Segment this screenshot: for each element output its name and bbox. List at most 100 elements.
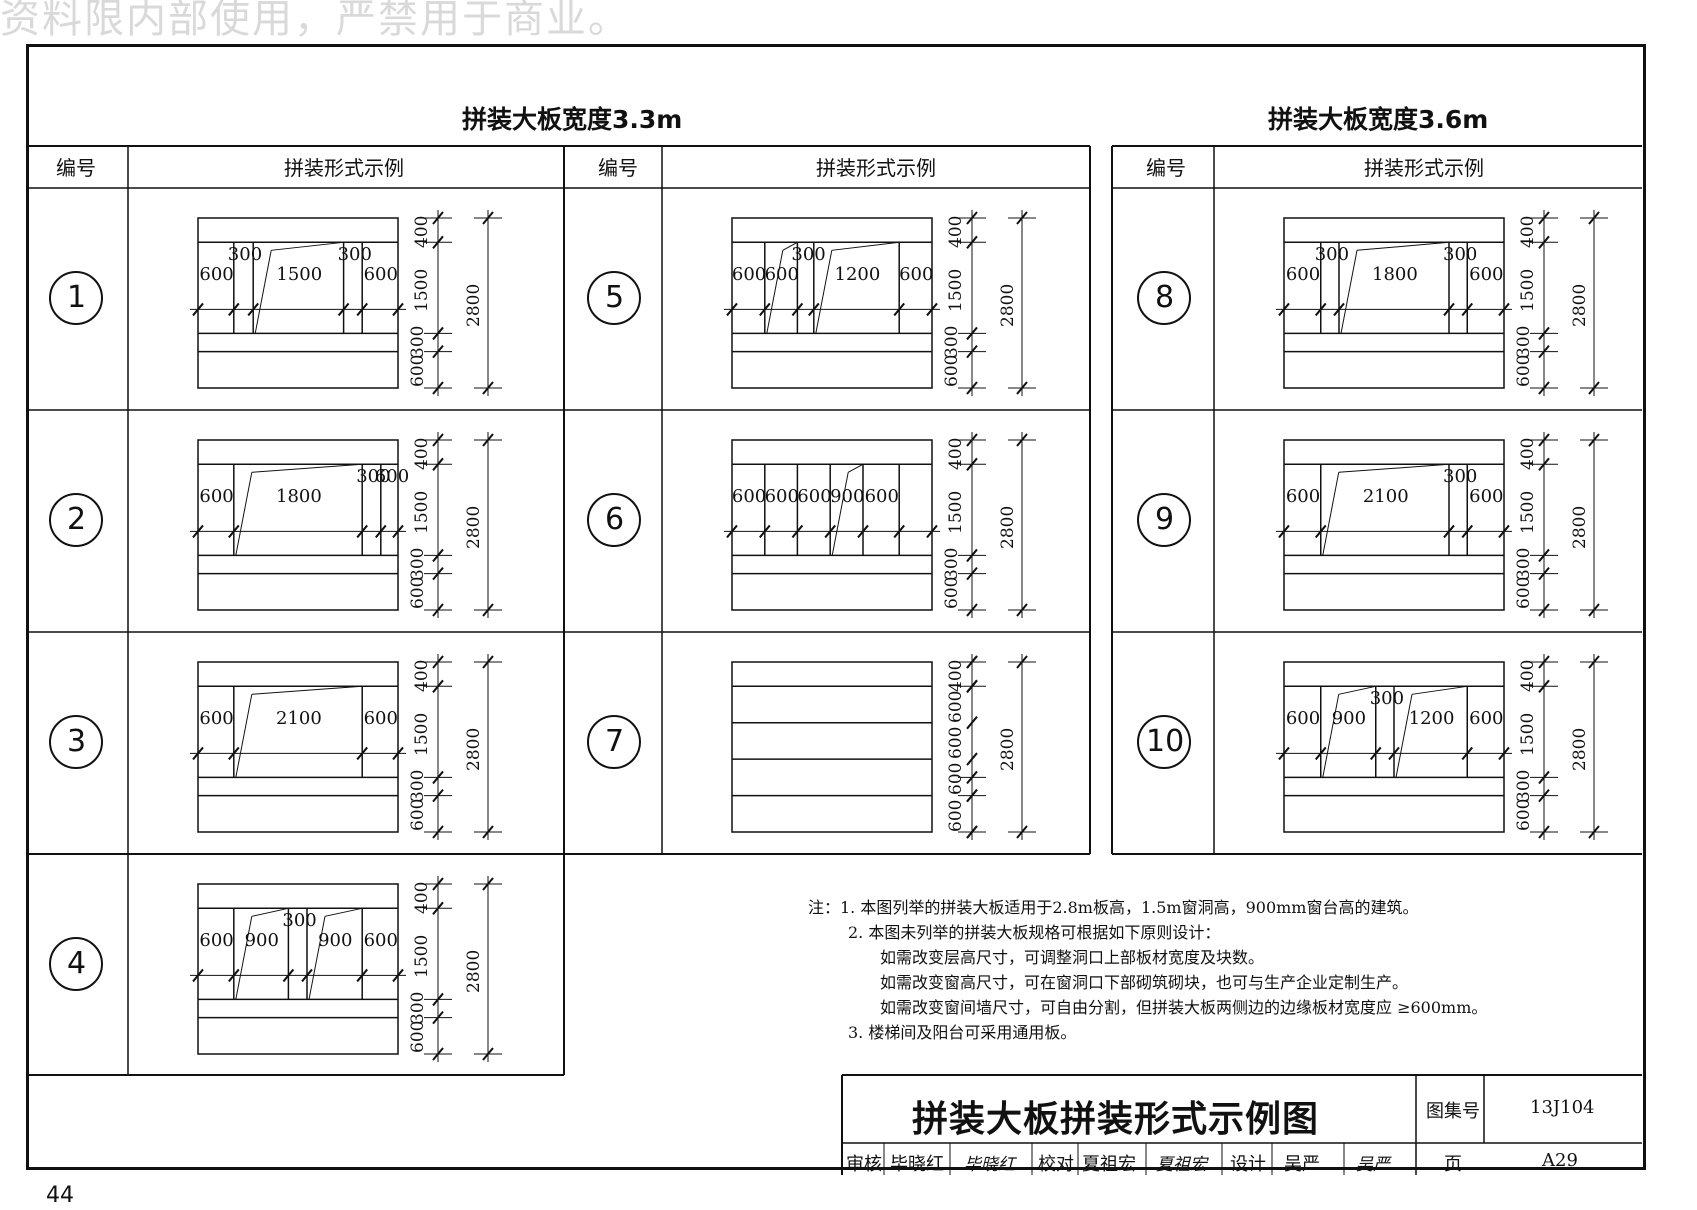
width-dim-label: 300	[1443, 466, 1478, 488]
height-dim-label: 600	[942, 354, 962, 388]
window-diagonal	[1338, 463, 1450, 473]
dim-tick	[1443, 524, 1455, 539]
reviewer-name: 毕晓红	[890, 1154, 944, 1175]
height-dim-label: 300	[1514, 769, 1534, 803]
width-dim-label: 1200	[834, 264, 881, 286]
height-dim-label: 600	[946, 799, 966, 832]
height-dim-label: 400	[1518, 437, 1538, 470]
total-height-label: 2800	[998, 727, 1018, 771]
dim-tick	[1588, 433, 1600, 447]
notes-block: 注：1. 本图列举的拼装大板适用于2.8m板高，1.5m窗洞高，900mm窗台高…	[808, 895, 1487, 1045]
header-number: 编号	[598, 156, 638, 180]
width-dim-label: 300	[1443, 244, 1478, 266]
width-dim-label: 600	[363, 264, 398, 286]
width-dim-label: 600	[764, 264, 799, 286]
total-height-label: 2800	[1570, 505, 1590, 549]
window-diagonal	[235, 916, 253, 1000]
review-label: 审核	[846, 1154, 882, 1175]
dim-tick	[1016, 433, 1028, 447]
width-dim-label: 900	[1331, 708, 1367, 730]
dim-tick	[1538, 344, 1550, 359]
window-diagonal	[1411, 685, 1468, 695]
dim-tick	[759, 524, 771, 539]
dim-tick	[432, 901, 444, 915]
dim-tick	[432, 211, 444, 225]
width-dim-label: 1500	[276, 264, 323, 286]
total-height-label: 2800	[464, 283, 484, 327]
window-diagonal	[324, 907, 363, 917]
height-dim-label: 600	[946, 762, 966, 796]
dim-tick	[356, 746, 368, 761]
height-dim-label: 400	[946, 437, 966, 470]
width-dim-label: 600	[363, 930, 398, 952]
height-dim-label: 1500	[946, 490, 966, 534]
width-dim-label: 2100	[276, 708, 322, 730]
dim-tick	[1538, 603, 1550, 617]
window-diagonal	[831, 241, 900, 251]
title-block-title: 拼装大板拼装形式示例图	[912, 1099, 1320, 1140]
dim-tick	[1538, 679, 1550, 693]
dim-tick	[356, 968, 368, 983]
panel-number: 7	[605, 724, 625, 759]
dim-tick	[482, 655, 494, 669]
dim-tick	[1278, 302, 1290, 317]
total-height-label: 2800	[1570, 727, 1590, 771]
dim-tick	[966, 566, 978, 581]
designer-signature: 吴严	[1356, 1155, 1390, 1175]
dim-tick	[228, 968, 240, 983]
dim-tick	[392, 524, 404, 539]
header-number: 编号	[1146, 156, 1186, 180]
window-diagonal	[1322, 472, 1340, 556]
dim-tick	[966, 381, 978, 395]
dim-tick	[1538, 326, 1550, 341]
dim-tick	[1016, 825, 1028, 839]
dim-tick	[392, 746, 404, 761]
dim-tick	[432, 992, 444, 1007]
window-diagonal	[831, 472, 849, 556]
note-line: 2. 本图未列举的拼装大板规格可根据如下原则设计：	[848, 923, 1221, 942]
height-dim-label: 1500	[412, 934, 432, 978]
dim-tick	[192, 968, 204, 983]
dim-tick	[482, 603, 494, 617]
page-label: 页	[1444, 1154, 1462, 1175]
panel-outline	[197, 217, 399, 389]
section-title-3-6m: 拼装大板宽度3.6m	[1268, 105, 1489, 134]
width-dim-label: 600	[764, 486, 799, 508]
height-dim-label: 600	[946, 690, 966, 723]
header-example: 拼装形式示例	[816, 156, 936, 180]
dim-tick	[791, 524, 804, 539]
panel-number-circle	[1137, 715, 1191, 769]
dim-tick	[432, 788, 444, 803]
dim-tick	[1461, 524, 1474, 539]
height-dim-label: 300	[408, 991, 428, 1025]
height-dim-label: 400	[946, 215, 966, 248]
width-dim-label: 600	[199, 708, 234, 730]
width-dim-label: 600	[199, 264, 234, 286]
width-dim-label: 600	[363, 708, 398, 730]
drawing-frame	[26, 44, 1646, 1170]
width-dim-label: 600	[1469, 264, 1504, 286]
dim-tick	[1498, 302, 1510, 317]
dim-tick	[228, 746, 240, 761]
page-code: A29	[1542, 1150, 1578, 1171]
dim-tick	[1538, 457, 1550, 471]
dim-tick	[926, 524, 938, 539]
dim-tick	[1538, 433, 1550, 447]
width-dim-label: 600	[731, 486, 767, 508]
dim-tick	[482, 381, 494, 395]
dim-tick	[392, 968, 404, 983]
total-height-label: 2800	[1570, 283, 1590, 327]
note-line: 如需改变窗高尺寸，可在窗洞口下部砌筑砌块，也可与生产企业定制生产。	[880, 973, 1409, 992]
total-height-label: 2800	[464, 505, 484, 549]
dim-tick	[1016, 211, 1028, 225]
panel-number: 2	[67, 502, 87, 537]
dim-tick	[1461, 746, 1474, 761]
dim-tick	[432, 566, 444, 581]
dim-tick	[1016, 603, 1028, 617]
height-dim-label: 300	[942, 547, 962, 581]
checker-name: 夏祖宏	[1082, 1154, 1136, 1175]
panel-number-circle	[1137, 493, 1191, 547]
window-diagonal	[1356, 241, 1450, 251]
dim-tick	[392, 302, 404, 317]
